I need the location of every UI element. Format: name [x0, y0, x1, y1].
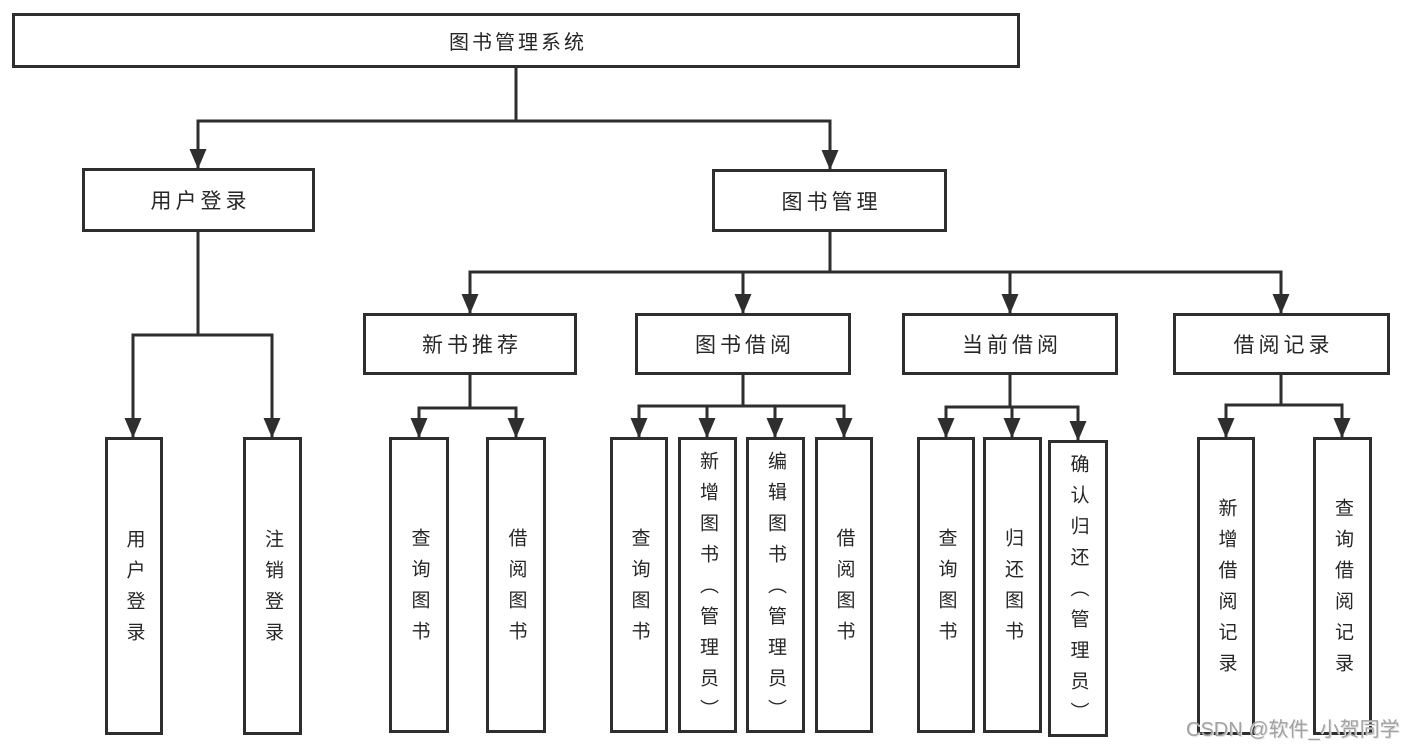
leaf-borrow-books-2: 借阅图书 — [815, 437, 873, 733]
leaf-query-books-3: 查询图书 — [917, 437, 975, 733]
node-new-book-recommend: 新书推荐 — [363, 313, 577, 375]
csdn-watermark: CSDN @软件_小贺同学 — [1186, 719, 1400, 741]
node-borrow-records: 借阅记录 — [1173, 313, 1390, 375]
leaf-query-books-2: 查询图书 — [610, 437, 668, 733]
leaf-return-books: 归还图书 — [983, 437, 1042, 733]
leaf-confirm-return-admin: 确认归还（管理员） — [1048, 440, 1108, 737]
leaf-add-book-admin: 新增图书（管理员） — [678, 437, 737, 733]
node-book-management: 图书管理 — [712, 169, 947, 232]
leaf-query-borrow-record: 查询借阅记录 — [1313, 437, 1372, 735]
leaf-edit-book-admin: 编辑图书（管理员） — [746, 437, 805, 733]
node-root-system: 图书管理系统 — [12, 13, 1020, 68]
leaf-borrow-books-1: 借阅图书 — [486, 437, 546, 733]
node-user-login: 用户登录 — [82, 168, 315, 232]
leaf-user-login: 用户登录 — [105, 437, 163, 735]
leaf-logout: 注销登录 — [243, 437, 302, 735]
leaf-add-borrow-record: 新增借阅记录 — [1197, 437, 1255, 735]
node-book-borrow: 图书借阅 — [635, 313, 851, 375]
leaf-query-books-1: 查询图书 — [389, 437, 449, 733]
node-current-borrow: 当前借阅 — [902, 313, 1118, 375]
